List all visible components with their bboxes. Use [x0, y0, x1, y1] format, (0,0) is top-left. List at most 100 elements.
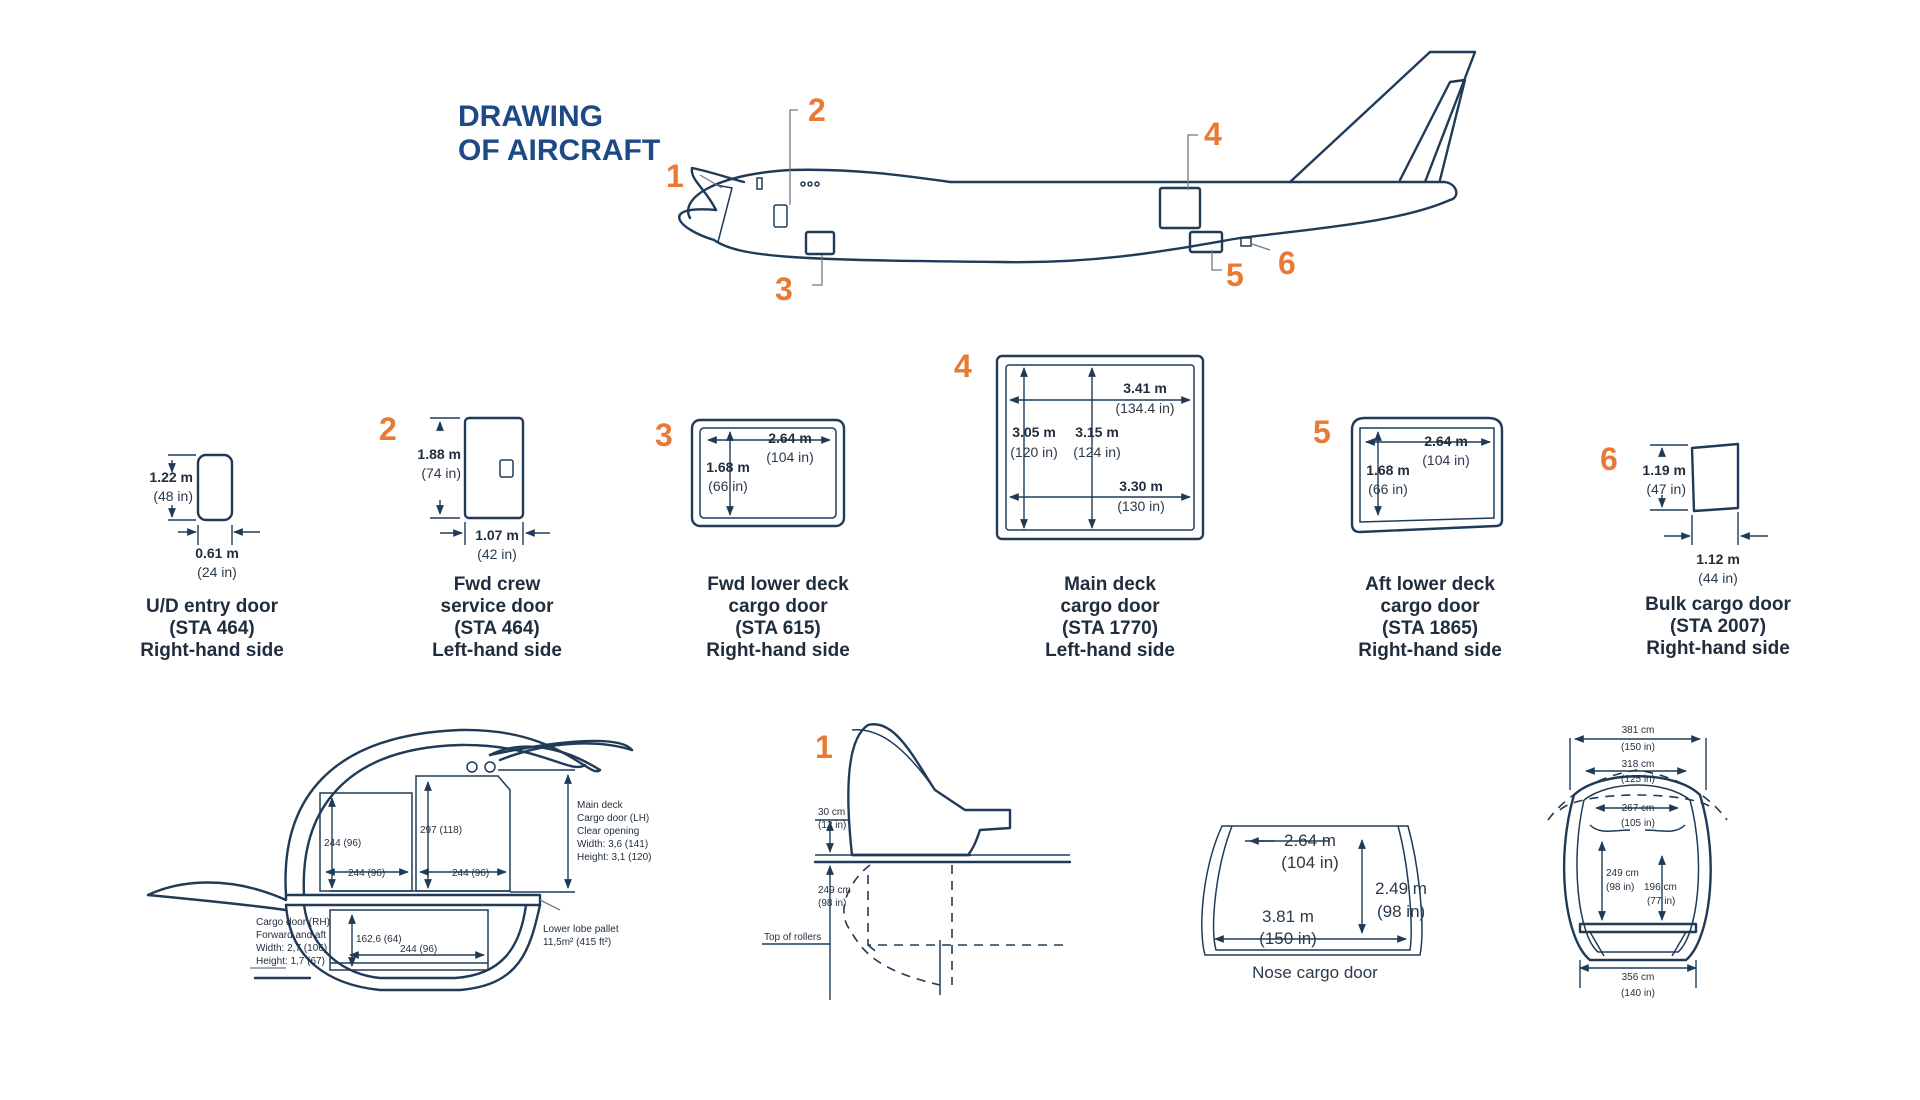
door-3-height-m: 1.68 m: [706, 459, 750, 475]
section-main-door-1: Main deck: [577, 800, 624, 811]
door-1-caption-1: U/D entry door: [146, 596, 279, 617]
section-mid-height: 297 (118): [420, 825, 462, 836]
section-lower-height: 162,6 (64): [356, 934, 402, 945]
front-section: [1547, 735, 1728, 988]
front-w4-in: (140 in): [1621, 988, 1655, 999]
callout-2-plane: 2: [808, 92, 826, 128]
door-3-caption-1: Fwd lower deck: [707, 574, 849, 595]
front-h2: 196 cm: [1644, 882, 1677, 893]
nose-rollers: Top of rollers: [764, 932, 821, 943]
callout-4-door: 4: [954, 348, 972, 384]
nose-door-width-in: (104 in): [1281, 853, 1339, 872]
callout-6-plane: 6: [1278, 245, 1296, 281]
door-3-width-m: 2.64 m: [768, 430, 812, 446]
door-5-caption-3: (STA 1865): [1382, 618, 1478, 639]
door-2-caption-2: service door: [441, 596, 555, 617]
door-6-drawing: [1650, 442, 1768, 545]
door-3-caption-2: cargo door: [728, 596, 828, 617]
callout-5-door: 5: [1313, 414, 1331, 450]
door-1-height-m: 1.22 m: [149, 469, 193, 485]
nose-door-height-m: 2.49 m: [1375, 879, 1427, 898]
section-left-width: 244 (96): [348, 868, 385, 879]
door-4-top-m: 3.41 m: [1123, 380, 1167, 396]
section-main-door-4: Width: 3,6 (141): [577, 839, 648, 850]
door-2-caption-4: Left-hand side: [432, 640, 562, 661]
section-main-door-3: Clear opening: [577, 826, 639, 837]
front-h1-in: (98 in): [1606, 882, 1634, 893]
section-pallet-2: 11,5m² (415 ft²): [543, 937, 611, 948]
front-w3-in: (105 in): [1621, 818, 1655, 829]
section-rh-door-3: Width: 2,7 (106): [256, 943, 327, 954]
callout-2-door: 2: [379, 411, 397, 447]
front-h2-in: (77 in): [1647, 896, 1675, 907]
door-4-bot-m: 3.30 m: [1119, 478, 1163, 494]
callout-3-door: 3: [655, 417, 673, 453]
door-4-caption-3: (STA 1770): [1062, 618, 1158, 639]
fuselage-cross-section: [146, 728, 634, 992]
nose-h1-in: (12 in): [818, 820, 846, 831]
door-5-caption-2: cargo door: [1380, 596, 1480, 617]
front-w1-in: (150 in): [1621, 742, 1655, 753]
nose-profile: [762, 723, 1072, 1000]
door-4-caption-4: Left-hand side: [1045, 640, 1175, 661]
front-w2: 318 cm: [1622, 759, 1655, 770]
door-4-bot-in: (130 in): [1117, 498, 1164, 514]
nose-door-height-in: (98 in): [1377, 902, 1425, 921]
nose-door-width-m: 2.64 m: [1284, 831, 1336, 850]
door-3-caption-3: (STA 615): [735, 618, 821, 639]
door-4-mid-in: (124 in): [1073, 444, 1120, 460]
door-2-width-in: (42 in): [477, 546, 517, 562]
door-3-caption-4: Right-hand side: [706, 640, 850, 661]
door-6-width-m: 1.12 m: [1696, 551, 1740, 567]
section-main-door-5: Height: 3,1 (120): [577, 852, 652, 863]
door-2-height-in: (74 in): [421, 465, 461, 481]
section-lower-width: 244 (96): [400, 944, 437, 955]
callout-1-nose: 1: [815, 729, 833, 765]
front-w3: 267 cm: [1622, 803, 1655, 814]
door-5-height-in: (66 in): [1368, 481, 1408, 497]
nose-door-label: Nose cargo door: [1252, 963, 1378, 982]
door-2-caption-3: (STA 464): [454, 618, 540, 639]
section-main-door-2: Cargo door (LH): [577, 813, 649, 824]
door-4-left-m: 3.05 m: [1012, 424, 1056, 440]
front-w2-in: (125 in): [1621, 774, 1655, 785]
door-6-caption-3: Right-hand side: [1646, 638, 1790, 659]
section-rh-door-2: Forward and aft: [256, 930, 326, 941]
door-6-caption-1: Bulk cargo door: [1645, 594, 1791, 615]
door-4-caption-1: Main deck: [1064, 574, 1156, 595]
front-w1: 381 cm: [1622, 725, 1655, 736]
door-1-caption-2: (STA 464): [169, 618, 255, 639]
title-line-1: DRAWING: [458, 100, 603, 133]
door-4-left-in: (120 in): [1010, 444, 1057, 460]
nose-h1: 30 cm: [818, 807, 845, 818]
door-4-top-in: (134.4 in): [1115, 400, 1174, 416]
door-1-width-m: 0.61 m: [195, 545, 239, 561]
section-rh-door-4: Height: 1,7 (67): [256, 956, 325, 967]
section-rh-door-1: Cargo door (RH): [256, 917, 330, 928]
callout-6-door: 6: [1600, 441, 1618, 477]
callout-3-plane: 3: [775, 271, 793, 307]
door-5-height-m: 1.68 m: [1366, 462, 1410, 478]
door-5-drawing: [1350, 416, 1504, 534]
callout-5-plane: 5: [1226, 257, 1244, 293]
callout-1-plane: 1: [666, 158, 684, 194]
nose-h2-in: (98 in): [818, 898, 846, 909]
callout-4-plane: 4: [1204, 116, 1222, 152]
door-5-width-in: (104 in): [1422, 452, 1469, 468]
door-2-drawing: [430, 416, 550, 545]
nose-cargo-door: [1201, 825, 1423, 956]
door-1-caption-3: Right-hand side: [140, 640, 284, 661]
door-1-height-in: (48 in): [153, 488, 193, 504]
door-4-caption-2: cargo door: [1060, 596, 1160, 617]
door-5-caption-1: Aft lower deck: [1365, 574, 1495, 595]
title-line-2: OF AIRCRAFT: [458, 134, 660, 167]
section-pallet-1: Lower lobe pallet: [543, 924, 619, 935]
nose-h2: 249 cm: [818, 885, 851, 896]
door-3-width-in: (104 in): [766, 449, 813, 465]
door-5-width-m: 2.64 m: [1424, 433, 1468, 449]
door-4-drawing: [995, 354, 1205, 541]
door-4-mid-m: 3.15 m: [1075, 424, 1119, 440]
door-1-width-in: (24 in): [197, 564, 237, 580]
door-3-drawing: [690, 418, 846, 528]
